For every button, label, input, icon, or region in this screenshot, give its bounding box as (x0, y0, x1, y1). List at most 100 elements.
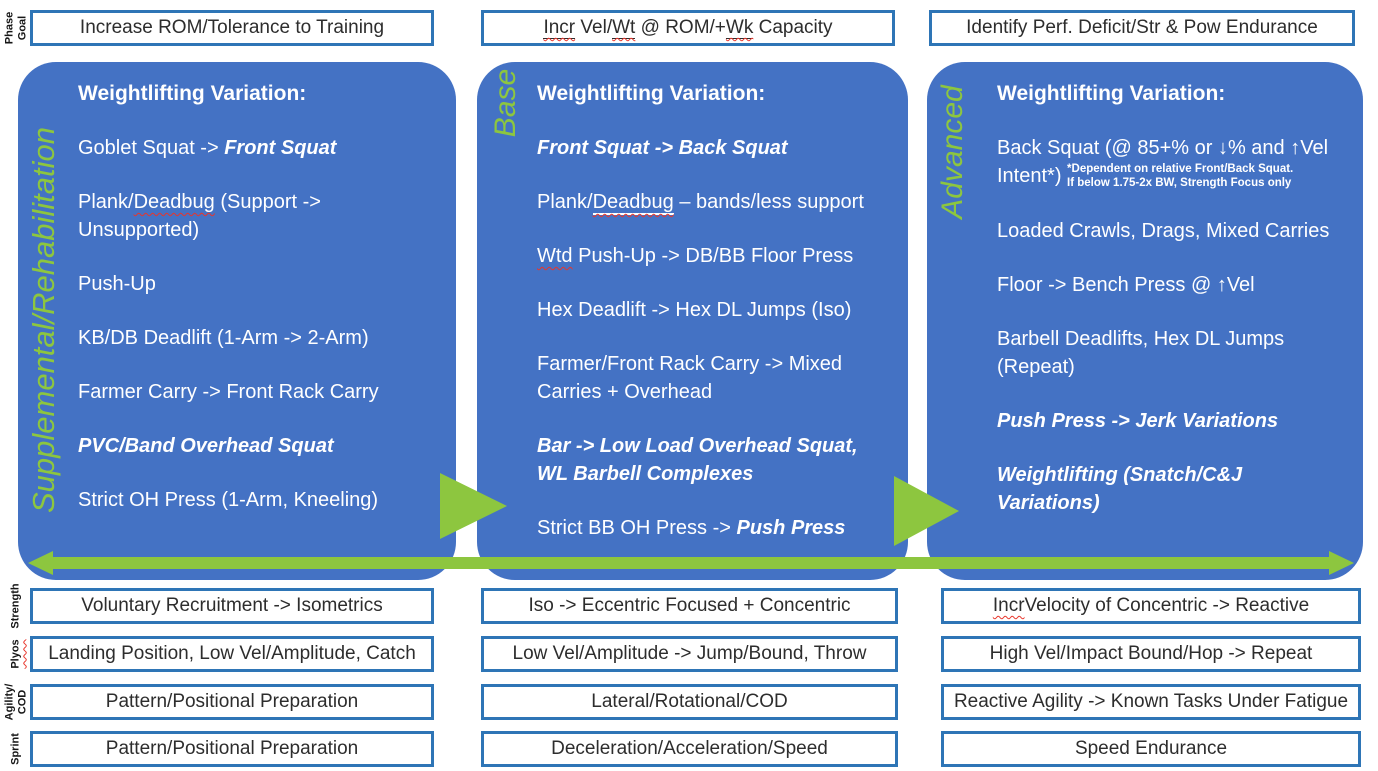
text-run: (Support -> Unsupported) (78, 191, 321, 241)
text-run: Farmer/Front Rack Carry -> Mixed Carries… (537, 353, 843, 403)
matrix-box-strength-advanced: Incr Velocity of Concentric -> Reactive (941, 588, 1361, 624)
text-run: Capacity (753, 17, 833, 38)
text-run: Pattern/Positional Preparation (105, 738, 359, 759)
rail-label-plyos: Plyos (10, 639, 23, 668)
rail-label-phase-goal: Phase Goal (3, 12, 28, 44)
weightlifting-variation-header: Weightlifting Variation: (537, 82, 766, 105)
text-run: Push Press -> Jerk Variations (997, 409, 1279, 432)
rail-label-strength-text: Strength (9, 583, 22, 629)
text-run: Voluntary Recruitment -> Isometrics (81, 595, 383, 616)
text-run: Identify Perf. Deficit/Str & Pow Enduran… (966, 17, 1318, 38)
matrix-box-agility-supplemental: Pattern/Positional Preparation (30, 684, 434, 720)
exercise-item: Barbell Deadlifts, Hex DL Jumps (Repeat) (997, 325, 1347, 381)
text-run: Strict OH Press (1-Arm, Kneeling) (78, 489, 379, 511)
text-run: Wt (612, 17, 636, 39)
matrix-box-strength-base: Iso -> Eccentric Focused + Concentric (481, 588, 898, 624)
exercise-item: KB/DB Deadlift (1-Arm -> 2-Arm) (78, 324, 432, 352)
exercise-item: Strict OH Press (1-Arm, Kneeling) (78, 486, 432, 514)
exercise-item: Plank/Deadbug – bands/less support (537, 188, 888, 216)
text-run: Weightlifting (Snatch/C&J Variations) (997, 463, 1243, 514)
exercise-item: Floor -> Bench Press @ ↑Vel (997, 271, 1347, 299)
exercise-item: Plank/Deadbug (Support -> Unsupported) (78, 188, 432, 244)
exercise-item: Farmer Carry -> Front Rack Carry (78, 378, 432, 406)
text-run: Hex Deadlift -> Hex DL Jumps (Iso) (537, 299, 852, 321)
text-run: @ ROM/+ (635, 17, 726, 38)
text-run: Incr (992, 595, 1025, 616)
matrix-box-plyos-base: Low Vel/Amplitude -> Jump/Bound, Throw (481, 636, 898, 672)
exercise-item: Bar -> Low Load Overhead Squat, WL Barbe… (537, 432, 888, 488)
text-run: Vel/ (575, 17, 613, 38)
text-run: Wk (725, 17, 754, 39)
text-run: Deadbug (133, 191, 215, 213)
rail-label-goal-line: Goal (16, 15, 28, 41)
text-run: Plank/ (537, 191, 593, 213)
phase-box-supplemental-rehabilitation: Weightlifting Variation: Goblet Squat ->… (18, 62, 456, 580)
text-run: Increase ROM/Tolerance to Training (79, 17, 385, 38)
exercise-item: PVC/Band Overhead Squat (78, 432, 432, 460)
text-run: – bands/less support (673, 191, 864, 213)
text-run: Farmer Carry -> Front Rack Carry (78, 381, 379, 403)
weightlifting-variation-header: Weightlifting Variation: (78, 82, 307, 105)
text-run: Speed Endurance (1074, 738, 1228, 759)
text-run: Loaded Crawls, Drags, Mixed Carries (997, 219, 1330, 242)
text-run: Back Squat (@ 85+% or ↓% and ↑Vel Intent… (997, 137, 1329, 187)
text-run: Bar -> Low Load Overhead Squat, WL Barbe… (537, 435, 858, 485)
goal-box-advanced: Identify Perf. Deficit/Str & Pow Enduran… (929, 10, 1355, 46)
rail-label-agility-line: Agility/ (3, 683, 16, 721)
text-run: Incr (543, 17, 576, 39)
goal-text: Identify Perf. Deficit/Str & Pow Enduran… (966, 17, 1318, 39)
phase-box-content: Weightlifting Variation: Front Squat -> … (537, 80, 888, 580)
text-run: Velocity of Concentric -> Reactive (1024, 595, 1310, 616)
text-run: Strict BB OH Press -> (537, 517, 737, 539)
text-run: Iso -> Eccentric Focused + Concentric (528, 595, 851, 616)
phase-box-base: Weightlifting Variation: Front Squat -> … (477, 62, 908, 580)
continuum-arrowhead-right (1329, 551, 1354, 575)
matrix-box-sprint-base: Deceleration/Acceleration/Speed (481, 731, 898, 767)
text-run: Push-Up -> DB/BB Floor Press (572, 245, 854, 267)
goal-text: Incr Vel/Wt @ ROM/+Wk Capacity (543, 17, 833, 39)
text-run: KB/DB Deadlift (1-Arm -> 2-Arm) (78, 327, 369, 349)
rail-label-sprint-text: Sprint (9, 733, 22, 765)
text-run: Goblet Squat -> (78, 137, 225, 159)
matrix-box-plyos-advanced: High Vel/Impact Bound/Hop -> Repeat (941, 636, 1361, 672)
rail-label-phase-line: Phase (3, 11, 16, 45)
rail-label-strength: Strength (10, 583, 23, 628)
exercise-item: Hex Deadlift -> Hex DL Jumps (Iso) (537, 296, 888, 324)
matrix-box-strength-supplemental: Voluntary Recruitment -> Isometrics (30, 588, 434, 624)
phase-advance-arrow-2 (894, 476, 959, 546)
matrix-box-agility-base: Lateral/Rotational/COD (481, 684, 898, 720)
phase-box-content: Weightlifting Variation: Goblet Squat ->… (78, 80, 432, 580)
phase-box-advanced: Weightlifting Variation: Back Squat (@ 8… (927, 62, 1363, 580)
exercise-item: Strict BB OH Press -> Push Press (537, 514, 888, 542)
text-run: Front Squat -> Back Squat (537, 137, 788, 159)
goal-box-supplemental: Increase ROM/Tolerance to Training (30, 10, 434, 46)
text-run: Push-Up (78, 273, 156, 295)
rail-label-agility-cod: Agility/ COD (3, 684, 28, 721)
text-run: Pattern/Positional Preparation (105, 691, 359, 712)
goal-text: Increase ROM/Tolerance to Training (80, 17, 384, 39)
phase-label-base: Base (489, 68, 522, 138)
exercise-item: Farmer/Front Rack Carry -> Mixed Carries… (537, 350, 888, 406)
text-run: High Vel/Impact Bound/Hop -> Repeat (989, 643, 1313, 664)
text-run: Landing Position, Low Vel/Amplitude, Cat… (48, 643, 416, 664)
progression-continuum-arrow (52, 557, 1330, 569)
rail-label-cod-line: COD (16, 689, 28, 715)
rail-label-plyos-text: Plyos (9, 639, 22, 669)
matrix-box-sprint-supplemental: Pattern/Positional Preparation (30, 731, 434, 767)
text-run: Floor -> Bench Press @ ↑Vel (997, 273, 1255, 296)
continuum-arrowhead-left (28, 551, 53, 575)
phase-label-supplemental-rehabilitation: Supplemental/Rehabilitation (26, 126, 61, 514)
exercise-item: Weightlifting (Snatch/C&J Variations) (997, 461, 1347, 517)
phase-label-advanced: Advanced (936, 85, 969, 219)
exercise-item: Loaded Crawls, Drags, Mixed Carries (997, 217, 1347, 245)
text-run: Push Press (736, 517, 846, 539)
text-run: Deadbug (592, 191, 674, 215)
goal-box-base: Incr Vel/Wt @ ROM/+Wk Capacity (481, 10, 895, 46)
weightlifting-variation-header: Weightlifting Variation: (997, 82, 1226, 105)
exercise-item: Push-Up (78, 270, 432, 298)
phase-box-content: Weightlifting Variation: Back Squat (@ 8… (997, 80, 1347, 580)
exercise-item: Wtd Push-Up -> DB/BB Floor Press (537, 242, 888, 270)
exercise-item: Back Squat (@ 85+% or ↓% and ↑Vel Intent… (997, 134, 1347, 191)
text-run: Reactive Agility -> Known Tasks Under Fa… (953, 691, 1349, 712)
